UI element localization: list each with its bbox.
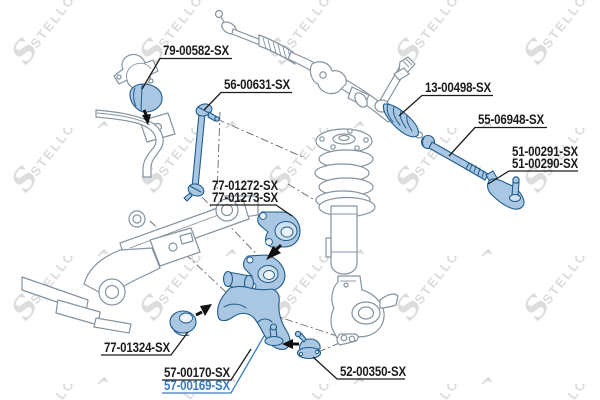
- arm-rear-bushing-part: [169, 310, 197, 337]
- part-label-77-01272-sx: 77-01272-SX: [212, 177, 279, 193]
- stabilizer-bushing-part: [129, 83, 163, 113]
- part-label-79-00582-sx: 79-00582-SX: [163, 42, 230, 58]
- steering-knuckle: [330, 275, 399, 346]
- label-57-00169-link[interactable]: 57-00169-SX: [162, 335, 265, 394]
- part-label-51-00291-sx: 51-00291-SX: [512, 143, 579, 159]
- subframe: [21, 195, 259, 334]
- part-label-57-00170-sx: 57-00170-SX: [164, 364, 231, 380]
- label-79-00582: 79-00582-SX: [141, 42, 232, 90]
- label-57-00170: 57-00170-SX: [162, 348, 252, 381]
- direction-arrows: [142, 109, 299, 349]
- part-label-52-00350-sx: 52-00350-SX: [340, 363, 407, 379]
- part-label-77-01273-sx: 77-01273-SX: [212, 189, 279, 205]
- part-label-13-00498-sx: 13-00498-SX: [425, 79, 492, 95]
- tie-rod-end-part: [485, 170, 525, 210]
- label-52-00350: 52-00350-SX: [312, 356, 407, 380]
- part-label-51-00290-sx: 51-00290-SX: [512, 155, 579, 171]
- part-label-57-00169-sx[interactable]: 57-00169-SX: [164, 377, 231, 393]
- stabilizer-bar: [95, 109, 176, 178]
- part-label-55-06948-sx: 55-06948-SX: [478, 111, 545, 127]
- strut-and-spring: [314, 128, 376, 275]
- control-arm-part: [217, 254, 291, 350]
- inner-tie-rod-part: [420, 134, 489, 181]
- label-13-00498: 13-00498-SX: [398, 79, 493, 117]
- part-label-56-00631-sx: 56-00631-SX: [224, 76, 291, 92]
- label-51-00291-51-00290: 51-00291-SX 51-00290-SX: [487, 143, 579, 185]
- label-77-01272-77-01273: 77-01272-SX 77-01273-SX: [210, 177, 293, 217]
- label-56-00631: 56-00631-SX: [203, 76, 292, 111]
- part-label-77-01324-sx: 77-01324-SX: [104, 339, 171, 355]
- ball-joint-part: [294, 330, 322, 360]
- label-77-01324: 77-01324-SX: [101, 331, 189, 356]
- steering-rack-boot-part: [382, 103, 420, 138]
- label-55-06948: 55-06948-SX: [448, 111, 547, 157]
